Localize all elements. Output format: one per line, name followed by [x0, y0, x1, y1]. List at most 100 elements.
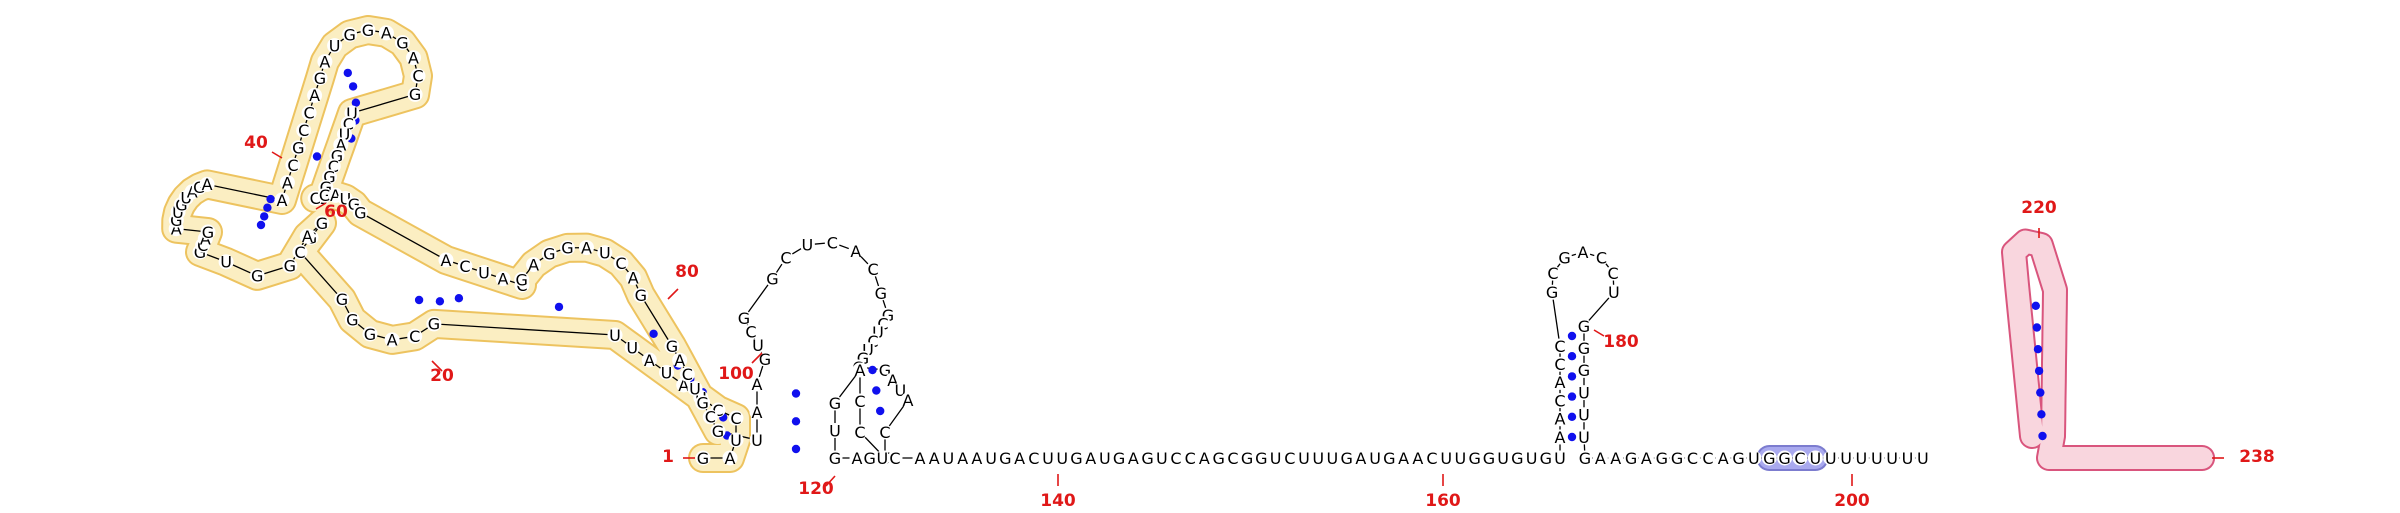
nucleotide-halo: [728, 410, 744, 426]
nucleotide-171: G: [1540, 449, 1552, 468]
nucleotide-49: A: [381, 24, 392, 43]
position-tick-120: [825, 475, 836, 487]
nucleotide-halo: [1225, 450, 1241, 466]
nucleotide-159: U: [1369, 449, 1381, 468]
nucleotide-202: G: [1732, 449, 1744, 468]
nucleotide-182: A: [1578, 243, 1589, 262]
nucleotide-halo: [852, 393, 868, 409]
nucleotide-halo: [1182, 450, 1198, 466]
nucleotide-153: C: [1284, 449, 1295, 468]
position-label-80: 80: [675, 262, 699, 282]
nucleotide-123: A: [852, 449, 863, 468]
nucleotide-63: C: [310, 189, 321, 208]
nucleotide-halo: [1410, 450, 1426, 466]
nucleotide-41: C: [298, 121, 309, 140]
nucleotide-halo: [1552, 393, 1568, 409]
nucleotide-halo: [757, 351, 773, 367]
nucleotide-halo: [406, 50, 421, 66]
nucleotide-halo: [887, 450, 903, 466]
nucleotide-halo: [559, 240, 575, 256]
nucleotide-halo: [743, 324, 759, 340]
nucleotide-halo: [1552, 356, 1568, 372]
nucleotide-halo: [334, 291, 350, 307]
nucleotide-86: U: [689, 379, 701, 398]
nucleotide-77: G: [561, 239, 573, 258]
position-tick-40: [271, 151, 283, 159]
nucleotide-72: A: [498, 270, 509, 289]
nucleotide-halo: [728, 432, 744, 448]
nucleotide-85: C: [682, 365, 693, 384]
nucleotide-halo: [1915, 450, 1931, 466]
nucleotide-halo: [1761, 450, 1777, 466]
nucleotide-halo: [1576, 318, 1592, 334]
nucleotide-5: C: [712, 401, 723, 420]
base-pair-dot: [868, 365, 877, 375]
nucleotide-59: C: [328, 157, 339, 176]
nucleotide-191: U: [1578, 428, 1590, 447]
nucleotide-halo: [1576, 340, 1592, 356]
nucleotide-halo: [317, 187, 333, 203]
nucleotide-156: U: [1327, 449, 1339, 468]
nucleotide-105: C: [877, 315, 888, 334]
position-label-180: 180: [1603, 332, 1639, 352]
nucleotide-149: C: [1227, 449, 1238, 468]
nucleotide-halo: [1211, 450, 1227, 466]
nucleotide-halo: [1838, 450, 1854, 466]
nucleotide-halo: [1040, 450, 1056, 466]
nucleotide-halo: [874, 450, 890, 466]
nucleotide-halo: [827, 395, 843, 411]
nucleotide-164: U: [1440, 449, 1452, 468]
nucleotide-193: A: [1595, 449, 1606, 468]
nucleotide-20: G: [316, 214, 328, 233]
nucleotide-halo: [407, 328, 423, 344]
nucleotide-213: U: [1902, 449, 1914, 468]
highlight-pink-band: [2003, 230, 2214, 469]
nucleotide-113: U: [894, 381, 906, 400]
position-tick-180: [1593, 329, 1605, 337]
nucleotide-halo: [314, 215, 330, 231]
nucleotide-halo: [457, 258, 473, 274]
nucleotide-halo: [1731, 450, 1747, 466]
nucleotide-107: C: [867, 332, 878, 351]
nucleotide-halo: [799, 237, 815, 253]
nucleotide-halo: [1296, 450, 1312, 466]
position-label-238: 238: [2239, 447, 2275, 467]
nucleotide-175: C: [1554, 391, 1565, 410]
nucleotide-halo: [1396, 450, 1412, 466]
nucleotide-166: G: [1468, 449, 1480, 468]
nucleotide-halo: [1792, 450, 1808, 466]
nucleotide-halo: [625, 270, 641, 286]
nucleotide-211: U: [1871, 449, 1883, 468]
nucleotide-halo: [1715, 450, 1731, 466]
base-pair-dot: [414, 295, 424, 305]
nucleotide-146: C: [1185, 449, 1196, 468]
nucleotide-53: G: [409, 85, 421, 104]
nucleotide-halo: [912, 450, 928, 466]
nucleotide-halo: [687, 381, 703, 396]
nucleotide-halo: [495, 271, 511, 287]
nucleotide-halo: [362, 326, 378, 342]
nucleotide-halo: [1509, 450, 1525, 466]
nucleotide-9: A: [644, 351, 655, 370]
nucleotide-71: U: [478, 263, 490, 282]
nucleotide-halo: [218, 254, 234, 270]
nucleotide-96: G: [738, 309, 750, 328]
highlight-yellow-band: [163, 17, 749, 471]
nucleotide-99: U: [802, 236, 814, 255]
nucleotide-31: U: [172, 203, 184, 222]
nucleotide-66: U: [339, 189, 351, 208]
nucleotide-203: U: [1748, 449, 1760, 468]
nucleotide-212: U: [1886, 449, 1898, 468]
nucleotide-1: G: [697, 449, 709, 468]
nucleotide-halo: [862, 450, 878, 466]
nucleotide-halo: [940, 450, 956, 466]
position-label-100: 100: [718, 364, 754, 384]
nucleotide-halo: [1239, 450, 1255, 466]
nucleotide-halo: [1196, 450, 1212, 466]
nucleotide-78: A: [581, 238, 592, 257]
position-tick-20: [431, 360, 443, 372]
nucleotide-177: C: [1554, 355, 1565, 374]
nucleotide-halo: [1853, 450, 1869, 466]
base-pair-dot: [312, 152, 322, 161]
